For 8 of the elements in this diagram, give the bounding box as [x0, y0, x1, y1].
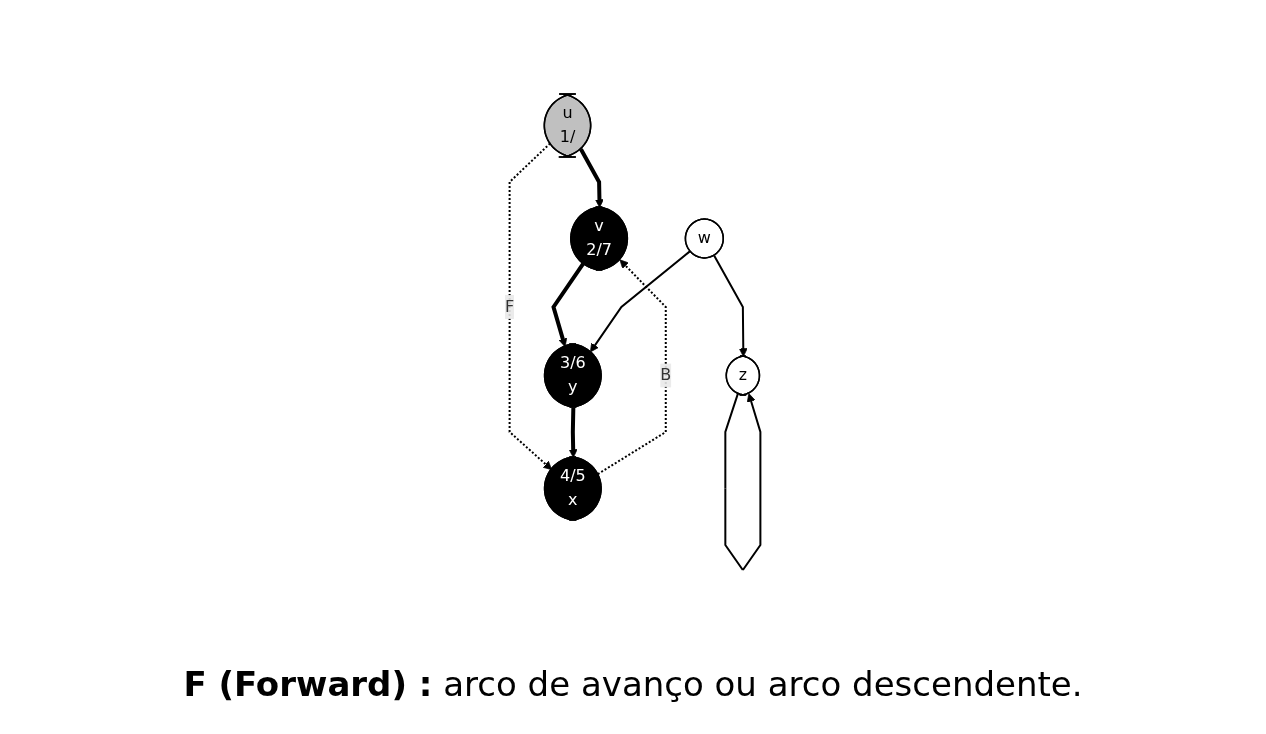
arrow	[724, 392, 762, 571]
arrow	[508, 142, 553, 470]
arrow	[597, 259, 668, 476]
edge-label: F	[505, 296, 515, 316]
arrow	[590, 250, 692, 353]
edge-label: B	[660, 365, 672, 385]
caption: F (Forward) : arco de avanço ou arco descendente.	[183, 663, 1083, 706]
arrow	[551, 262, 586, 347]
